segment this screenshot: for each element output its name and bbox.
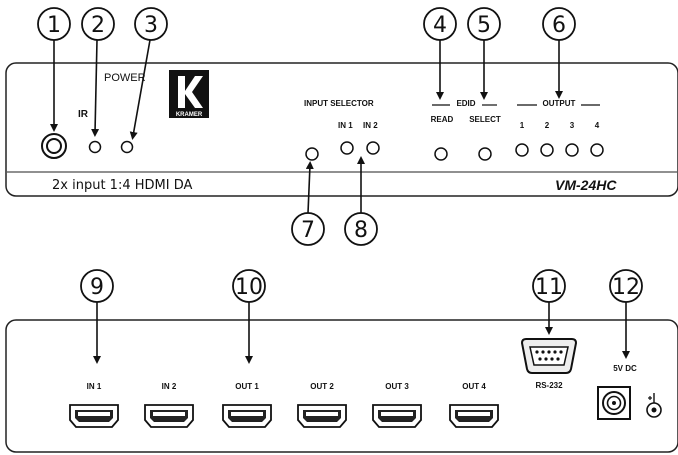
rear-panel: IN 1 IN 2 OUT 1 OUT 2 OUT 3 OUT 4 (5, 319, 678, 453)
front-panel: IR POWER KRAMER INPUT SELECTOR IN 1 IN 2… (5, 62, 678, 197)
output-led-1 (515, 143, 529, 157)
hdmi-in2-label: IN 2 (162, 382, 177, 391)
rear-panel-outline (5, 319, 678, 453)
rs232-connector[interactable] (520, 338, 578, 374)
input-selector-button[interactable] (305, 147, 319, 161)
callout-2-circle (81, 7, 115, 41)
in1-led (340, 141, 354, 155)
in2-led (366, 141, 380, 155)
callout-9-label: 9 (90, 275, 104, 300)
hdmi-out2-label: OUT 2 (310, 382, 334, 391)
hdmi-out1-label: OUT 1 (235, 382, 259, 391)
ir-receiver (41, 133, 67, 159)
callout-3-arrow (129, 39, 151, 140)
model-name: VM-24HC (555, 177, 617, 193)
callout-6-label: 6 (552, 13, 566, 38)
hdmi-out4-port[interactable] (449, 404, 499, 428)
callout-12-label: 12 (612, 275, 640, 300)
ir-led (88, 140, 102, 154)
power-input-label: 5V DC (613, 364, 637, 373)
output-number-2: 2 (545, 121, 550, 130)
callout-7-label: 7 (301, 218, 315, 243)
output-led-2 (540, 143, 554, 157)
output-led-3 (565, 143, 579, 157)
hdmi-in1-label: IN 1 (87, 382, 102, 391)
input-selector-label: INPUT SELECTOR (304, 99, 374, 108)
hdmi-out3-label: OUT 3 (385, 382, 409, 391)
output-number-3: 3 (570, 121, 575, 130)
callout-10-label: 10 (235, 275, 263, 300)
power-label: POWER (104, 72, 146, 84)
dc-power-jack[interactable] (597, 386, 631, 420)
kramer-logo: KRAMER (169, 70, 209, 118)
callout-2-arrow (91, 39, 100, 137)
hdmi-out4-label: OUT 4 (462, 382, 486, 391)
dc-polarity-icon (646, 393, 662, 418)
output-led-4 (590, 143, 604, 157)
hdmi-out2-port[interactable] (297, 404, 347, 428)
output-number-1: 1 (520, 121, 525, 130)
edid-label: EDID (456, 99, 475, 108)
select-label: SELECT (469, 115, 501, 124)
edid-read-button[interactable] (434, 147, 448, 161)
output-label: OUTPUT (543, 99, 576, 108)
rear-callouts: 9 10 11 12 (80, 269, 643, 364)
in1-led-label: IN 1 (338, 121, 353, 130)
callout-8-label: 8 (354, 218, 368, 243)
callout-3-circle (134, 7, 168, 41)
callout-1-label: 1 (47, 13, 61, 38)
power-led (120, 140, 134, 154)
front-callouts: 1 2 3 4 5 6 7 8 (37, 7, 576, 246)
hdmi-in1-port[interactable] (69, 404, 119, 428)
rs232-label: RS-232 (535, 381, 563, 390)
output-number-4: 4 (595, 121, 600, 130)
hdmi-in2-port[interactable] (144, 404, 194, 428)
callout-4-label: 4 (433, 13, 447, 38)
callout-3-label: 3 (144, 13, 158, 38)
in2-led-label: IN 2 (363, 121, 378, 130)
hdmi-out1-port[interactable] (222, 404, 272, 428)
edid-select-button[interactable] (478, 147, 492, 161)
callout-5-label: 5 (477, 13, 491, 38)
read-label: READ (431, 115, 454, 124)
product-description: 2x input 1:4 HDMI DA (52, 178, 192, 193)
ir-label: IR (78, 109, 89, 120)
callout-11-label: 11 (535, 275, 563, 300)
hdmi-out3-port[interactable] (372, 404, 422, 428)
logo-text: KRAMER (176, 112, 203, 118)
callout-7-arrow (305, 161, 314, 214)
callout-2-label: 2 (91, 13, 105, 38)
